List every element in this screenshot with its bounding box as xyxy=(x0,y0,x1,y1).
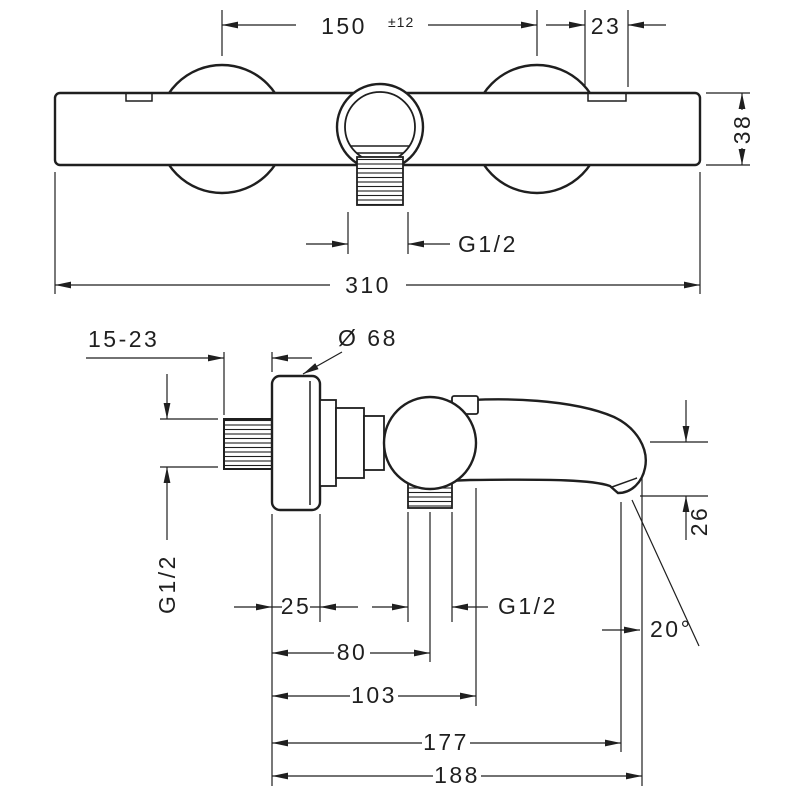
dim-outlet-thread-side: G1/2 xyxy=(372,512,558,622)
dim-150-tolerance-label: ±12 xyxy=(388,14,414,30)
dim-23-label: 23 xyxy=(591,13,622,39)
front-view: 150 ±12 23 38 G1/2 xyxy=(53,10,755,298)
spout-tip-detail xyxy=(611,477,638,488)
dim-g12-inlet-label: G1/2 xyxy=(154,554,180,614)
dim-177-label: 177 xyxy=(423,729,469,755)
dim-escutcheon-depth: 25 xyxy=(234,514,358,622)
dim-offset: 23 xyxy=(546,10,666,87)
dim-20deg-label: 20° xyxy=(650,616,692,642)
bottom-outlet xyxy=(407,483,453,509)
dim-connection-distance: 150 ±12 xyxy=(221,10,538,56)
dim-depth-188: 188 xyxy=(272,478,643,788)
left-bracket-slot xyxy=(125,92,153,102)
dim-15-23-label: 15-23 xyxy=(88,326,159,352)
dim-wall-distance: 15-23 xyxy=(86,326,312,415)
dim-depth-177: 177 xyxy=(272,502,622,755)
wall-connection-nipple xyxy=(223,418,273,470)
escutcheon-side xyxy=(270,374,322,512)
dim-103-label: 103 xyxy=(351,682,397,708)
dim-310-label: 310 xyxy=(345,272,391,298)
side-view: 15-23 Ø 68 G1/2 25 xyxy=(86,325,712,788)
dim-25-label: 25 xyxy=(281,593,312,619)
center-outlet xyxy=(335,82,425,206)
dim-g12-bottom-outlet-label: G1/2 xyxy=(498,593,558,619)
dim-spout-angle: 20° xyxy=(602,499,700,647)
dim-total-width: 310 xyxy=(54,172,701,298)
dim-escutcheon-diameter: Ø 68 xyxy=(302,325,398,375)
dim-80-label: 80 xyxy=(337,639,368,665)
valve-body xyxy=(382,395,478,491)
dim-g12-outlet-label: G1/2 xyxy=(458,231,518,257)
dim-diameter-68-label: Ø 68 xyxy=(338,325,398,351)
dim-spout-end: 26 xyxy=(640,400,712,540)
dim-188-label: 188 xyxy=(434,762,480,788)
dim-inlet-thread: G1/2 xyxy=(154,374,218,614)
dim-outlet-thread-front: G1/2 xyxy=(306,212,518,257)
dim-depth-80: 80 xyxy=(271,512,431,786)
dim-body-height: 38 xyxy=(706,92,755,166)
dim-26-label: 26 xyxy=(686,506,712,537)
dim-150-label: 150 xyxy=(321,13,367,39)
spout xyxy=(444,398,647,495)
union-nut xyxy=(319,399,385,487)
right-bracket-slot xyxy=(587,92,627,102)
dim-38-label: 38 xyxy=(729,114,755,145)
dim-depth-103: 103 xyxy=(272,488,477,708)
